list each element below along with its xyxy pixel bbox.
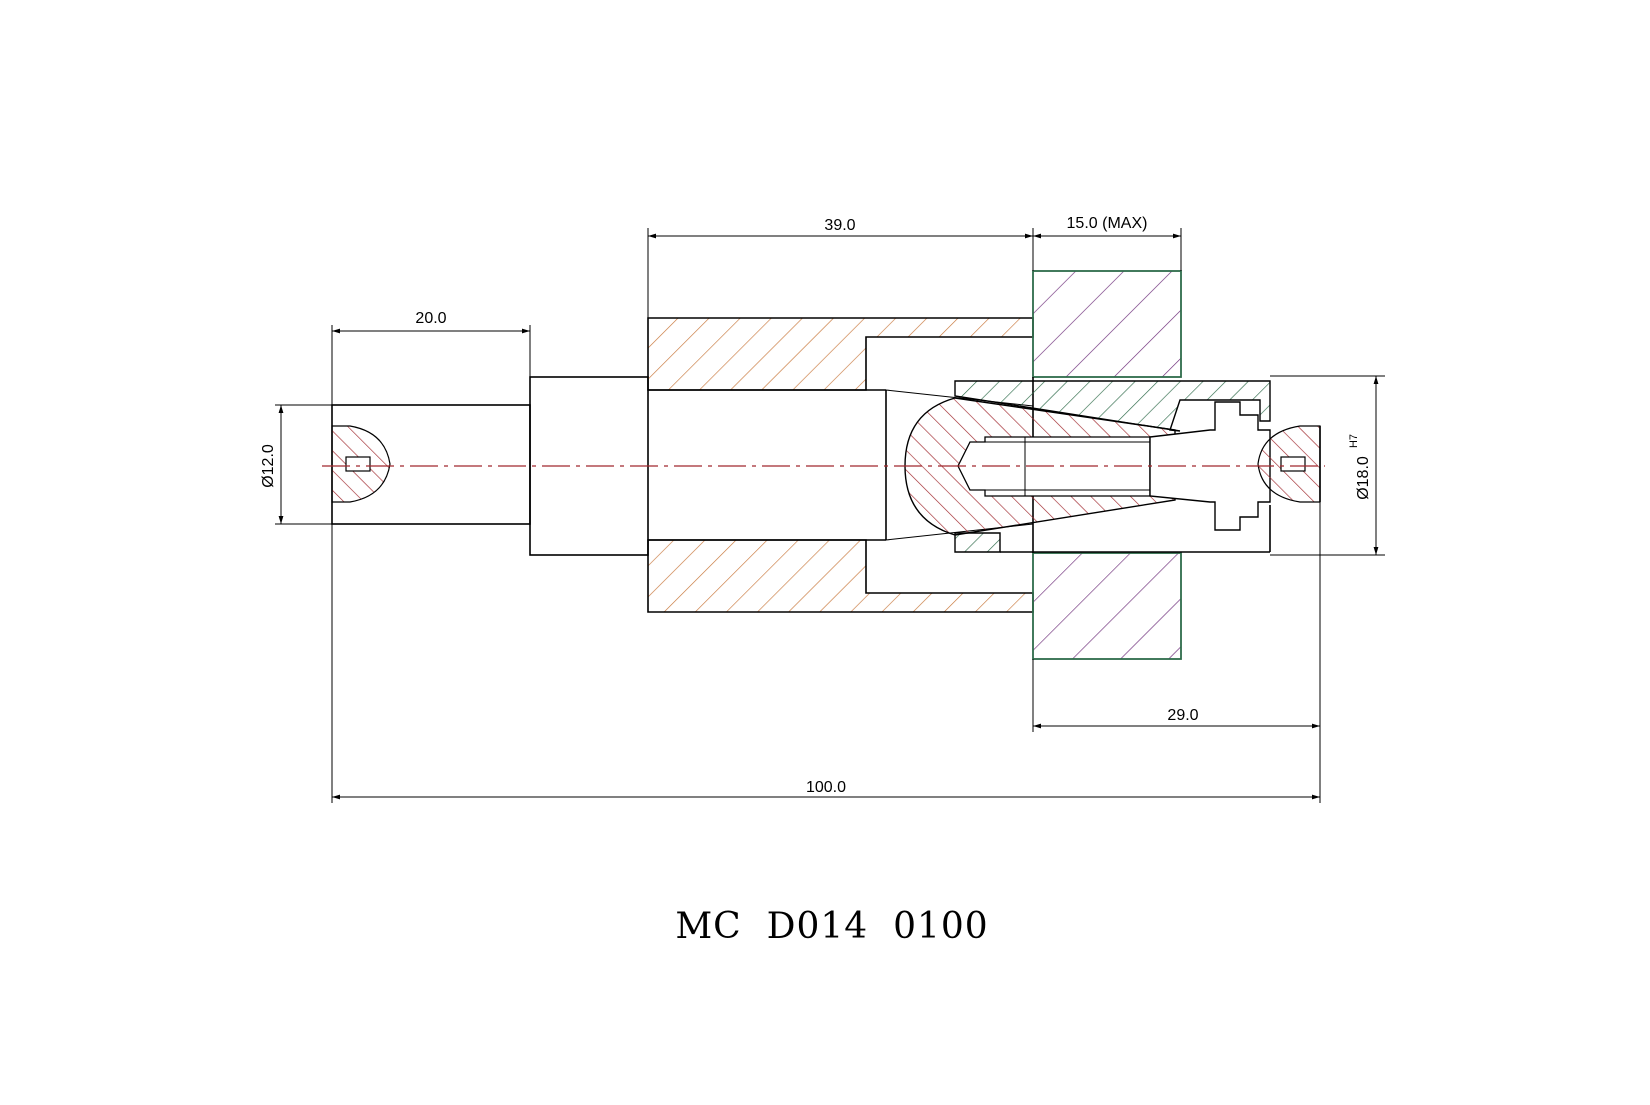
dim-diam-18: Ø18.0 H7	[1270, 375, 1385, 556]
dim-20-label: 20.0	[415, 310, 446, 327]
dim-39-label: 39.0	[824, 217, 855, 234]
part-number: MC D014 0100	[675, 906, 988, 947]
dim-15: 15.0 (MAX)	[1033, 215, 1182, 271]
dim-20: 20.0	[331, 310, 531, 405]
dim-29-label: 29.0	[1167, 707, 1198, 724]
collet-housing	[954, 380, 1271, 553]
dim-100-label: 100.0	[806, 779, 846, 796]
dim-29: 29.0	[1032, 502, 1321, 732]
dim-diam-12-label: Ø12.0	[260, 444, 277, 488]
dim-diam-18-tolerance: H7	[1348, 434, 1360, 448]
dim-diam-18-label: Ø18.0	[1355, 456, 1372, 500]
shaft-left-end	[331, 404, 531, 525]
dim-diam-12: Ø12.0	[260, 404, 332, 525]
dim-15-label: 15.0 (MAX)	[1067, 215, 1148, 232]
dim-39: 39.0	[647, 217, 1034, 318]
dim-100: 100.0	[331, 524, 1321, 803]
workpiece-clamp	[1032, 270, 1182, 660]
